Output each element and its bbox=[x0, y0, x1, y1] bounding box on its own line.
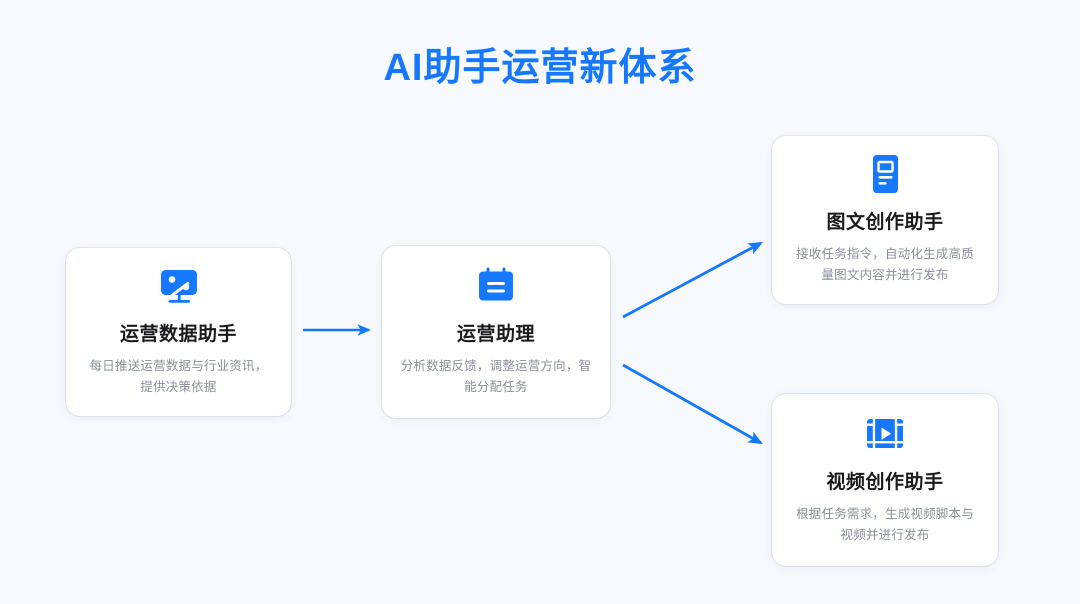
card-operation-data-assistant[interactable]: 运营数据助手 每日推送运营数据与行业资讯，提供决策依据 bbox=[66, 248, 291, 416]
card-video-creation-assistant[interactable]: 视频创作助手 根据任务需求，生成视频脚本与视频并进行发布 bbox=[772, 394, 998, 566]
card-description: 每日推送运营数据与行业资讯，提供决策依据 bbox=[89, 358, 268, 395]
card-description: 分析数据反馈，调整运营方向，智能分配任务 bbox=[400, 358, 592, 395]
calendar-list-icon bbox=[473, 263, 519, 309]
card-title: 图文创作助手 bbox=[826, 212, 944, 234]
arrow-assistant-to-video bbox=[622, 363, 763, 445]
card-description: 接收任务指令，自动化生成高质量图文内容并进行发布 bbox=[796, 246, 974, 283]
document-article-icon bbox=[862, 151, 908, 197]
card-title: 运营助理 bbox=[456, 324, 535, 346]
film-play-icon bbox=[862, 411, 908, 457]
page-title: AI助手运营新体系 bbox=[383, 47, 697, 89]
monitor-percent-icon bbox=[156, 263, 202, 309]
arrow-assistant-to-article bbox=[622, 241, 763, 319]
card-title: 运营数据助手 bbox=[119, 324, 237, 346]
card-description: 根据任务需求，生成视频脚本与视频并进行发布 bbox=[796, 506, 974, 543]
card-operation-assistant[interactable]: 运营助理 分析数据反馈，调整运营方向，智能分配任务 bbox=[382, 246, 610, 418]
card-title: 视频创作助手 bbox=[826, 472, 944, 494]
card-article-creation-assistant[interactable]: 图文创作助手 接收任务指令，自动化生成高质量图文内容并进行发布 bbox=[772, 136, 998, 304]
